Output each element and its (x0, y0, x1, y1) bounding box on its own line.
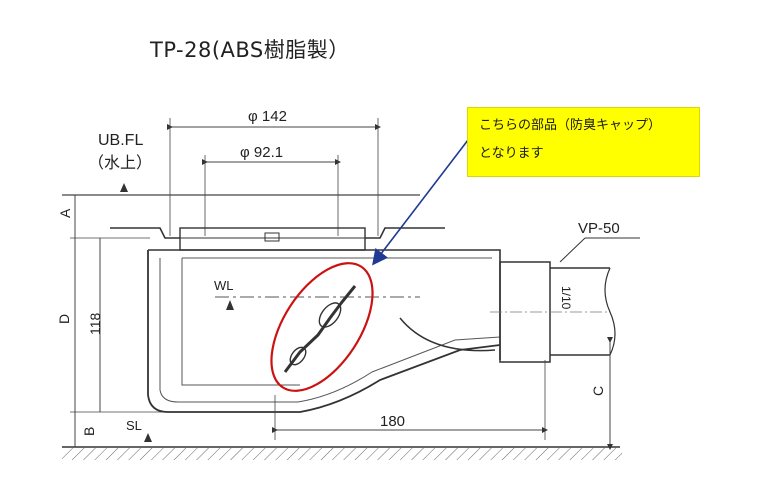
trap-wall (181, 258, 300, 386)
label-a: A (57, 208, 73, 218)
odor-cap-float (318, 302, 342, 328)
ubfl-marker (120, 183, 128, 192)
drain-body (147, 250, 501, 413)
odor-cap-hinge (289, 346, 307, 366)
callout-line-1: こちらの部品（防臭キャップ） (479, 118, 662, 133)
grate-center-mark (264, 232, 280, 242)
vp50-leader (559, 237, 586, 263)
callout-arrow (372, 139, 469, 266)
label-d: D (56, 314, 72, 324)
label-118: 118 (87, 312, 103, 335)
pipe-break (604, 267, 616, 356)
label-180: 180 (380, 413, 405, 430)
highlight-ellipse (270, 262, 374, 392)
flange-right (365, 227, 445, 239)
sl-marker (144, 433, 152, 442)
label-wl: WL (214, 278, 234, 293)
trap-curve (399, 317, 496, 352)
label-ubfl: UB.FL (98, 132, 143, 149)
label-vp50: VP-50 (578, 220, 620, 237)
callout-box: こちらの部品（防臭キャップ） となります (467, 107, 700, 177)
flange-left (110, 227, 180, 239)
label-water-top: （水上） (88, 154, 152, 172)
label-slope: 1/10 (559, 286, 573, 310)
label-phi92: φ 92.1 (240, 144, 283, 161)
drawing-title: TP-28(ABS樹脂製） (150, 38, 350, 62)
drain-body-inner (159, 258, 501, 403)
label-c: C (590, 386, 606, 396)
label-b: B (81, 427, 97, 436)
label-sl: SL (126, 418, 142, 433)
callout-line-2: となります (479, 146, 544, 161)
ground-hatch (62, 448, 622, 460)
grate (179, 227, 366, 251)
wl-marker (226, 300, 234, 310)
label-phi142: φ 142 (248, 108, 287, 125)
